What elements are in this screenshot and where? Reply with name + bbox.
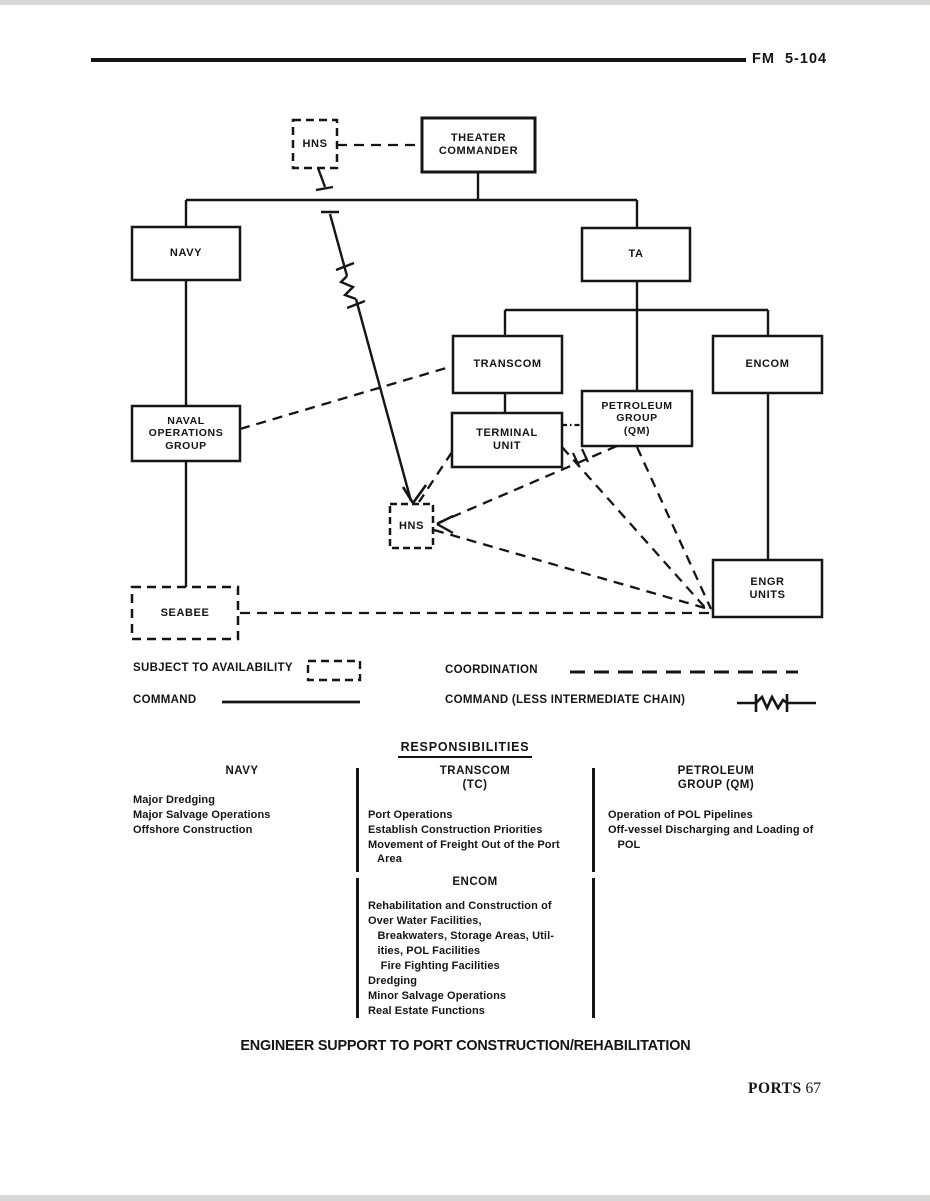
box-hns-top-label: HNS bbox=[302, 137, 328, 150]
column-header-navy: NAVY bbox=[225, 765, 259, 777]
column-divider-right-top bbox=[592, 768, 595, 872]
coordination-lines bbox=[239, 143, 713, 615]
figure-caption-wrap: ENGINEER SUPPORT TO PORT CONSTRUCTION/RE… bbox=[0, 1037, 930, 1055]
command-lines bbox=[184, 167, 770, 587]
figure-caption: ENGINEER SUPPORT TO PORT CONSTRUCTION/RE… bbox=[239, 1037, 691, 1054]
footer-page-number: 67 bbox=[805, 1080, 822, 1097]
legend-coordination-label: COORDINATION bbox=[445, 664, 538, 676]
encom-item: ities, POL Facilities bbox=[368, 945, 481, 957]
navy-item: Offshore Construction bbox=[133, 824, 253, 836]
legend-dashed-box-swatch bbox=[306, 659, 362, 682]
box-navy-outline bbox=[130, 225, 242, 282]
column-divider-left-top bbox=[356, 768, 359, 872]
transcom-item: Area bbox=[368, 853, 402, 865]
box-terminal-unit-label: TERMINAL UNIT bbox=[476, 427, 538, 452]
petroleum-item: Operation of POL Pipelines bbox=[608, 809, 753, 821]
transcom-item: Establish Construction Priorities bbox=[368, 824, 543, 836]
doc-reference: FM 5-104 bbox=[752, 51, 828, 67]
box-naval-operations-label: NAVAL OPERATIONS GROUP bbox=[148, 414, 224, 452]
box-ta-label: TA bbox=[628, 248, 644, 260]
org-chart-connectors bbox=[130, 116, 824, 712]
box-hns-lower-label: HNS bbox=[398, 519, 425, 532]
footer-section-label: PORTS bbox=[748, 1080, 802, 1097]
legend-command-less-swatch bbox=[737, 694, 816, 712]
box-hns-lower-outline bbox=[388, 502, 435, 550]
encom-item: Rehabilitation and Construction of bbox=[368, 900, 552, 912]
navy-item: Major Dredging bbox=[133, 794, 216, 806]
transcom-item: Port Operations bbox=[368, 809, 453, 821]
column-header-transcom-tc: (TC) bbox=[462, 779, 488, 791]
legend-swatches bbox=[222, 659, 816, 712]
box-petroleum-outline bbox=[580, 389, 694, 448]
box-engr-units-outline bbox=[711, 558, 824, 619]
box-encom-label: ENCOM bbox=[745, 358, 790, 370]
box-theater-commander-outline bbox=[420, 116, 537, 174]
scan-artifact-bottom bbox=[0, 1195, 930, 1201]
column-header-transcom: TRANSCOM bbox=[439, 765, 511, 777]
responsibilities-title-wrap: RESPONSIBILITIES bbox=[0, 738, 930, 758]
arrowhead-hns-top bbox=[401, 484, 428, 504]
box-ta-outline bbox=[580, 226, 692, 283]
header-rule bbox=[91, 58, 746, 62]
legend-subject-to-availability-label: SUBJECT TO AVAILABILITY bbox=[133, 662, 293, 674]
legend-command-label: COMMAND bbox=[133, 694, 197, 706]
transcom-item: Movement of Freight Out of the Port bbox=[368, 839, 560, 851]
column-header-encom: ENCOM bbox=[452, 876, 498, 888]
arrowhead-hns-right bbox=[436, 514, 454, 535]
command-less-chain-line bbox=[321, 210, 413, 502]
encom-item: Breakwaters, Storage Areas, Util- bbox=[368, 930, 554, 942]
column-divider-right-bottom bbox=[592, 878, 595, 1018]
column-header-petroleum: PETROLEUM bbox=[677, 765, 755, 777]
responsibilities-title: RESPONSIBILITIES bbox=[397, 740, 533, 758]
encom-item: Minor Salvage Operations bbox=[368, 990, 507, 1002]
column-divider-left-bottom bbox=[356, 878, 359, 1018]
box-theater-commander-label: THEATER COMMANDER bbox=[438, 132, 519, 157]
column-header-petroleum-qm: GROUP (QM) bbox=[677, 779, 755, 791]
legend-command-less-label: COMMAND (LESS INTERMEDIATE CHAIN) bbox=[445, 694, 686, 706]
encom-item: Real Estate Functions bbox=[368, 1005, 486, 1017]
box-encom-outline bbox=[711, 334, 824, 395]
box-seabee-label: SEABEE bbox=[160, 606, 210, 619]
box-navy-label: NAVY bbox=[169, 247, 203, 259]
navy-item: Major Salvage Operations bbox=[133, 809, 271, 821]
box-petroleum-label: PETROLEUM GROUP (QM) bbox=[601, 399, 673, 437]
encom-item: Dredging bbox=[368, 975, 418, 987]
encom-item: Over Water Facilities, bbox=[368, 915, 482, 927]
box-hns-top-outline bbox=[291, 118, 339, 170]
page-footer: PORTS 67 bbox=[748, 1080, 821, 1098]
box-naval-operations-outline bbox=[130, 404, 242, 463]
box-transcom-outline bbox=[451, 334, 564, 395]
box-transcom-label: TRANSCOM bbox=[473, 358, 542, 370]
encom-item: Fire Fighting Facilities bbox=[368, 960, 500, 972]
petroleum-item: POL bbox=[608, 839, 641, 851]
box-terminal-unit-outline bbox=[450, 411, 564, 469]
box-engr-units-label: ENGR UNITS bbox=[749, 575, 786, 601]
petroleum-item: Off-vessel Discharging and Loading of bbox=[608, 824, 814, 836]
scan-artifact-top bbox=[0, 0, 930, 5]
box-seabee-outline bbox=[130, 585, 240, 641]
